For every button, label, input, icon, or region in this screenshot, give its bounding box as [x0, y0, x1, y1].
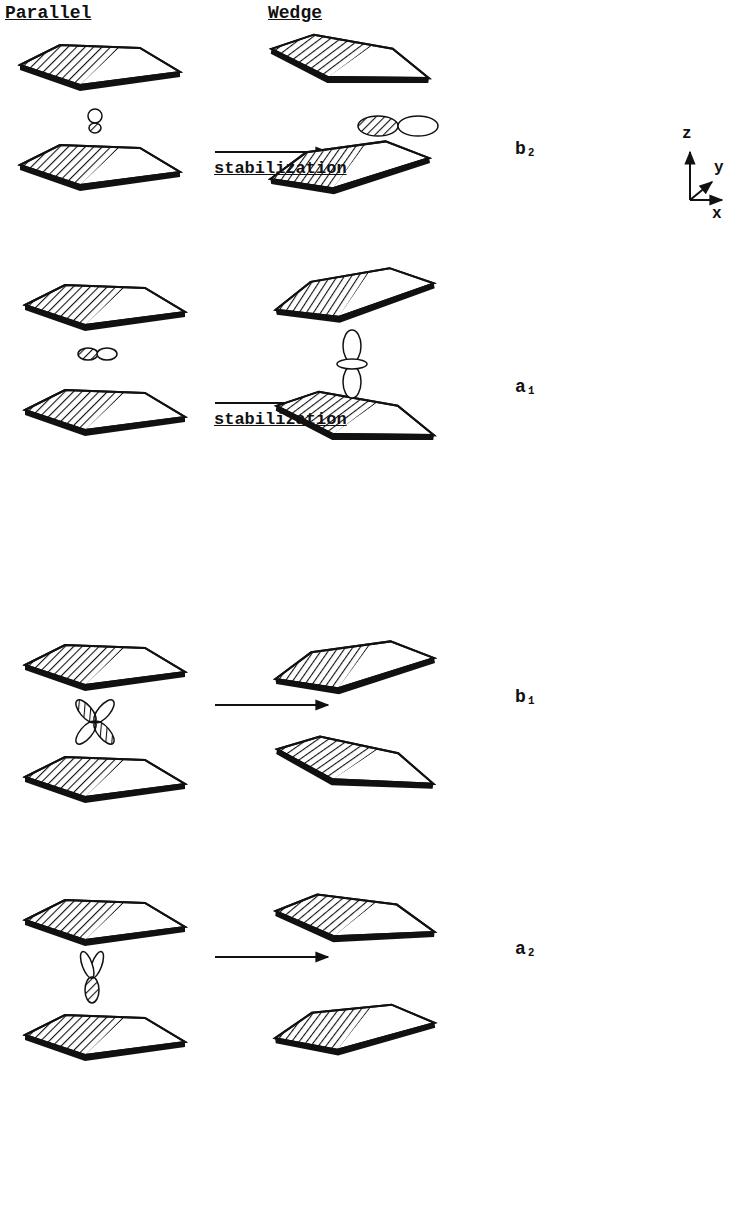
parallel-sandwich — [25, 645, 185, 803]
axis-label: x — [712, 206, 722, 224]
arrow-label: stabilization — [214, 160, 347, 179]
symmetry-label: b₂ — [515, 140, 537, 160]
column-heading: Wedge — [268, 4, 322, 24]
wedge-sandwich — [272, 631, 438, 802]
arrow — [215, 956, 328, 958]
wedge-sandwich — [267, 29, 438, 204]
parallel-sandwich — [25, 900, 185, 1061]
parallel-sandwich — [20, 45, 180, 191]
column-heading: Parallel — [5, 4, 91, 24]
symmetry-label: a₁ — [515, 378, 537, 398]
symmetry-label: a₂ — [515, 940, 537, 960]
axis-label: y — [714, 160, 724, 178]
axis-label: z — [682, 126, 692, 144]
symmetry-label: b₁ — [515, 688, 537, 708]
wedge-sandwich — [272, 891, 437, 1064]
arrow-label: stabilization — [214, 411, 347, 430]
arrow — [215, 704, 328, 706]
parallel-sandwich — [25, 285, 185, 436]
